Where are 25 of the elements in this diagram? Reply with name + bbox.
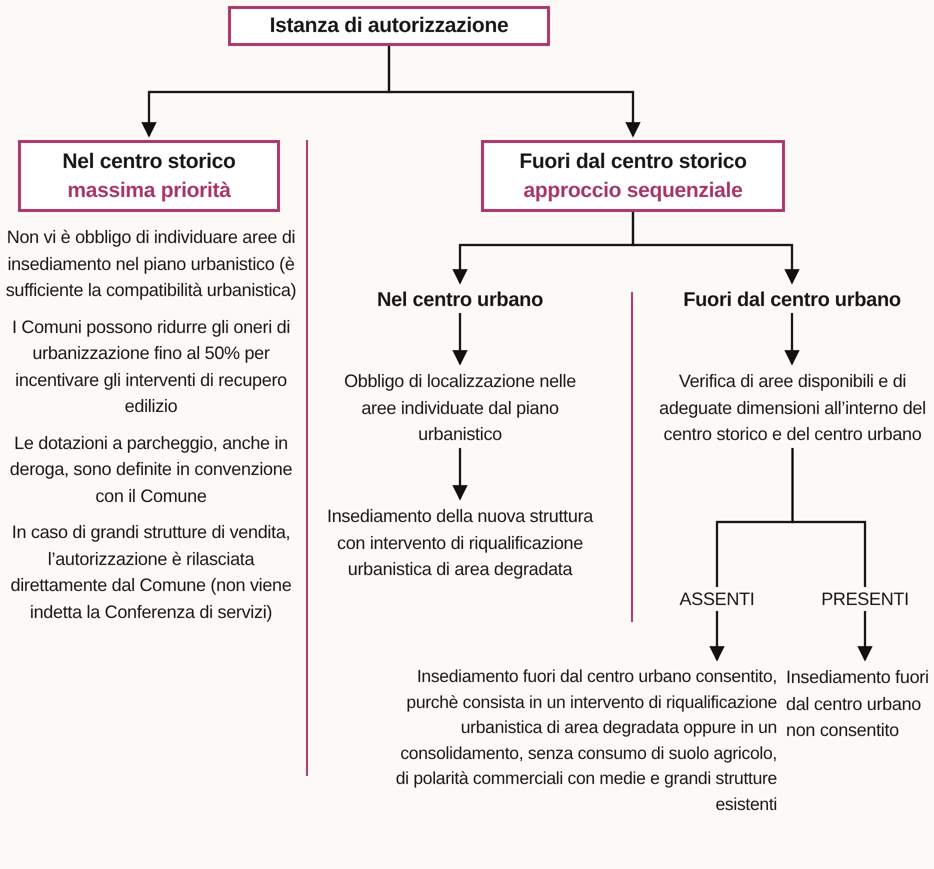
node-subheading: massima priorità	[67, 178, 231, 204]
arrow	[452, 313, 468, 366]
node-heading: Insediamento fuori dal centro urbano non consentito	[786, 666, 930, 742]
node-heading: Fuori dal centro urbano	[683, 288, 901, 313]
arrow	[784, 313, 800, 366]
arrow	[388, 46, 641, 138]
node-heading: Istanza di autorizzazione	[270, 13, 508, 39]
arrow	[791, 448, 873, 662]
arrow	[632, 212, 800, 285]
note-text: I Comuni possono ridurre gli oneri di urbanizzazione fino al 50% per incentivare gli interventi di recupero edilizio	[10, 316, 292, 418]
note-text: Non vi è obbligo di individuare aree di insediamento nel piano urbanistico (è sufficiente la compatibilità urbanistica)	[4, 226, 298, 302]
node-heading: Fuori dal centro storico	[519, 149, 747, 175]
node-heading: Obbligo di localizzazione nelle aree individuate dal piano urbanistico	[343, 370, 577, 446]
arrow	[452, 448, 468, 501]
node-heading: Nel centro urbano	[376, 288, 544, 313]
note-text: Le dotazioni a parcheggio, anche in deroga, sono definite in convenzione con il Comune	[8, 432, 294, 508]
node-heading: Nel centro storico	[62, 149, 236, 175]
node-heading: Verifica di aree disponibili e di adeguate dimensioni all’interno del centro storico e del centro urbano	[658, 370, 927, 446]
process-box	[481, 140, 785, 212]
note-text: In caso di grandi strutture di vendita, l’autorizzazione è rilasciata direttamente dal Comune (non viene indetta la Conferenza di servizi)	[10, 521, 292, 624]
node-subheading: approccio sequenziale	[524, 178, 742, 204]
process-box	[228, 6, 550, 46]
node-heading: Insediamento fuori dal centro urbano consentito, purchè consista in un intervento di riqualificazione urbanistica di area degradata oppure in un consolidamento, senza consumo di suolo agricolo, di polarità commerciali con medie e grandi strutture esistenti	[394, 665, 777, 816]
process-box	[18, 140, 280, 212]
node-heading: Insediamento della nuova struttura con intervento di riqualificazione urbanistica di area degradata	[326, 505, 594, 581]
